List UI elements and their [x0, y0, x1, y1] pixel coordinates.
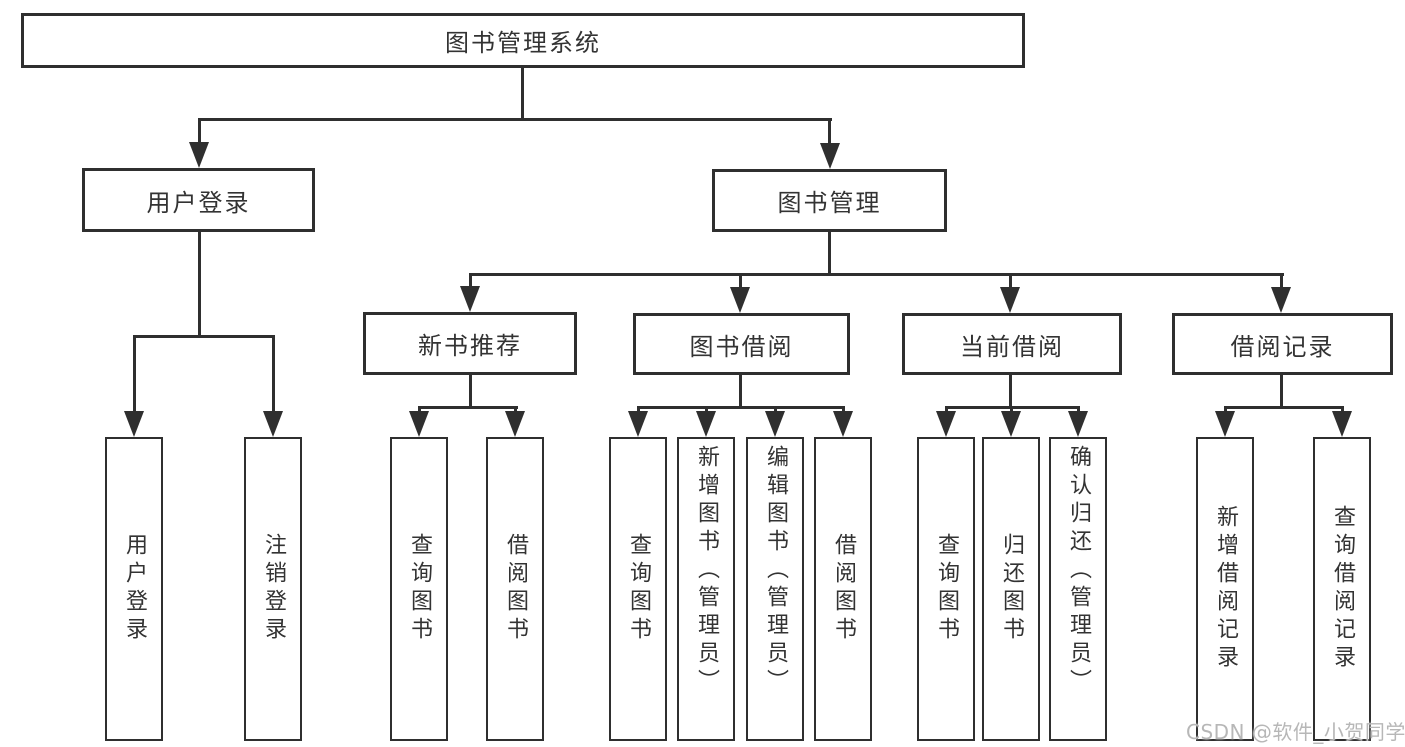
connector-bb-stub [739, 375, 742, 409]
arrow-down-icon [263, 411, 283, 437]
leaf-bb-edit-books-admin: 编辑图书（管理员） [746, 437, 804, 741]
connector-level2-rail [198, 118, 832, 121]
leaf-user-login-label: 用户登录 [122, 533, 147, 645]
arrow-down-icon [189, 142, 209, 168]
node-book-borrow: 图书借阅 [633, 313, 850, 375]
connector-book-borrow-drop [739, 273, 742, 293]
connector-book-mgmt-drop [828, 118, 831, 149]
leaf-logout: 注销登录 [244, 437, 302, 741]
leaf-br-query-record-label: 查询借阅记录 [1330, 505, 1355, 673]
leaf-bb-borrow-books: 借阅图书 [814, 437, 872, 741]
leaf-br-query-record: 查询借阅记录 [1313, 437, 1371, 741]
arrow-down-icon [1271, 287, 1291, 313]
connector-cb-stub [1009, 375, 1012, 409]
leaf-bb-add-books-admin-label: 新增图书（管理员） [694, 445, 719, 697]
leaf-cb-query-books-label: 查询图书 [934, 533, 959, 645]
arrow-down-icon [696, 411, 716, 437]
arrow-down-icon [820, 143, 840, 169]
arrow-down-icon [505, 411, 525, 437]
leaf-nbr-query-books-label: 查询图书 [407, 533, 432, 645]
leaf-cb-return-books: 归还图书 [982, 437, 1040, 741]
leaf-user-login: 用户登录 [105, 437, 163, 741]
leaf-bb-add-books-admin: 新增图书（管理员） [677, 437, 735, 741]
arrow-down-icon [1068, 411, 1088, 437]
connector-new-book-rec-drop [469, 273, 472, 293]
connector-user-login-rail [133, 335, 275, 338]
leaf-br-add-record-label: 新增借阅记录 [1213, 505, 1238, 673]
arrow-down-icon [936, 411, 956, 437]
watermark-text: CSDN @软件_小贺同学 [1186, 720, 1405, 744]
arrow-down-icon [628, 411, 648, 437]
arrow-down-icon [409, 411, 429, 437]
connector-book-mgmt-stub [828, 232, 831, 276]
leaf-bb-borrow-books-label: 借阅图书 [831, 533, 856, 645]
arrow-down-icon [833, 411, 853, 437]
node-new-book-recommend: 新书推荐 [363, 312, 577, 375]
arrow-down-icon [124, 411, 144, 437]
arrow-down-icon [460, 286, 480, 312]
connector-root-stub [521, 68, 524, 121]
connector-user-login-stub [198, 232, 201, 338]
connector-nbr-stub [469, 375, 472, 409]
leaf-br-add-record: 新增借阅记录 [1196, 437, 1254, 741]
connector-current-borrow-drop [1009, 273, 1012, 293]
node-root: 图书管理系统 [21, 13, 1025, 68]
leaf-cb-confirm-return-admin-label: 确认归还（管理员） [1066, 445, 1091, 697]
node-current-borrow: 当前借阅 [902, 313, 1122, 375]
connector-user-login-drop [198, 118, 201, 148]
arrow-down-icon [1001, 411, 1021, 437]
arrow-down-icon [730, 287, 750, 313]
leaf-cb-query-books: 查询图书 [917, 437, 975, 741]
node-book-management: 图书管理 [712, 169, 947, 232]
node-root-label: 图书管理系统 [445, 29, 601, 57]
leaf-nbr-borrow-books-label: 借阅图书 [503, 533, 528, 645]
leaf-nbr-query-books: 查询图书 [390, 437, 448, 741]
node-new-book-recommend-label: 新书推荐 [418, 332, 522, 360]
connector-borrow-record-drop [1280, 273, 1283, 293]
leaf-nbr-borrow-books: 借阅图书 [486, 437, 544, 741]
node-book-management-label: 图书管理 [777, 189, 882, 217]
leaf-bb-edit-books-admin-label: 编辑图书（管理员） [763, 445, 788, 697]
arrow-down-icon [765, 411, 785, 437]
node-user-login-label: 用户登录 [146, 188, 251, 217]
node-borrow-record: 借阅记录 [1172, 313, 1393, 375]
node-user-login: 用户登录 [82, 168, 315, 232]
connector-leaf-drop [133, 335, 136, 417]
connector-leaf-drop [272, 335, 275, 417]
leaf-cb-return-books-label: 归还图书 [999, 533, 1024, 645]
connector-br-rail [1224, 406, 1344, 409]
leaf-cb-confirm-return-admin: 确认归还（管理员） [1049, 437, 1107, 741]
node-book-borrow-label: 图书借阅 [689, 332, 794, 361]
connector-bb-rail [637, 406, 845, 409]
connector-nbr-rail [418, 406, 518, 409]
node-current-borrow-label: 当前借阅 [960, 332, 1064, 361]
connector-groups-rail [469, 273, 1284, 276]
connector-br-stub [1280, 375, 1283, 409]
arrow-down-icon [1332, 411, 1352, 437]
leaf-bb-query-books: 查询图书 [609, 437, 667, 741]
arrow-down-icon [1215, 411, 1235, 437]
leaf-logout-label: 注销登录 [261, 533, 286, 645]
node-borrow-record-label: 借阅记录 [1230, 332, 1335, 361]
leaf-bb-query-books-label: 查询图书 [626, 533, 651, 645]
arrow-down-icon [1000, 287, 1020, 313]
